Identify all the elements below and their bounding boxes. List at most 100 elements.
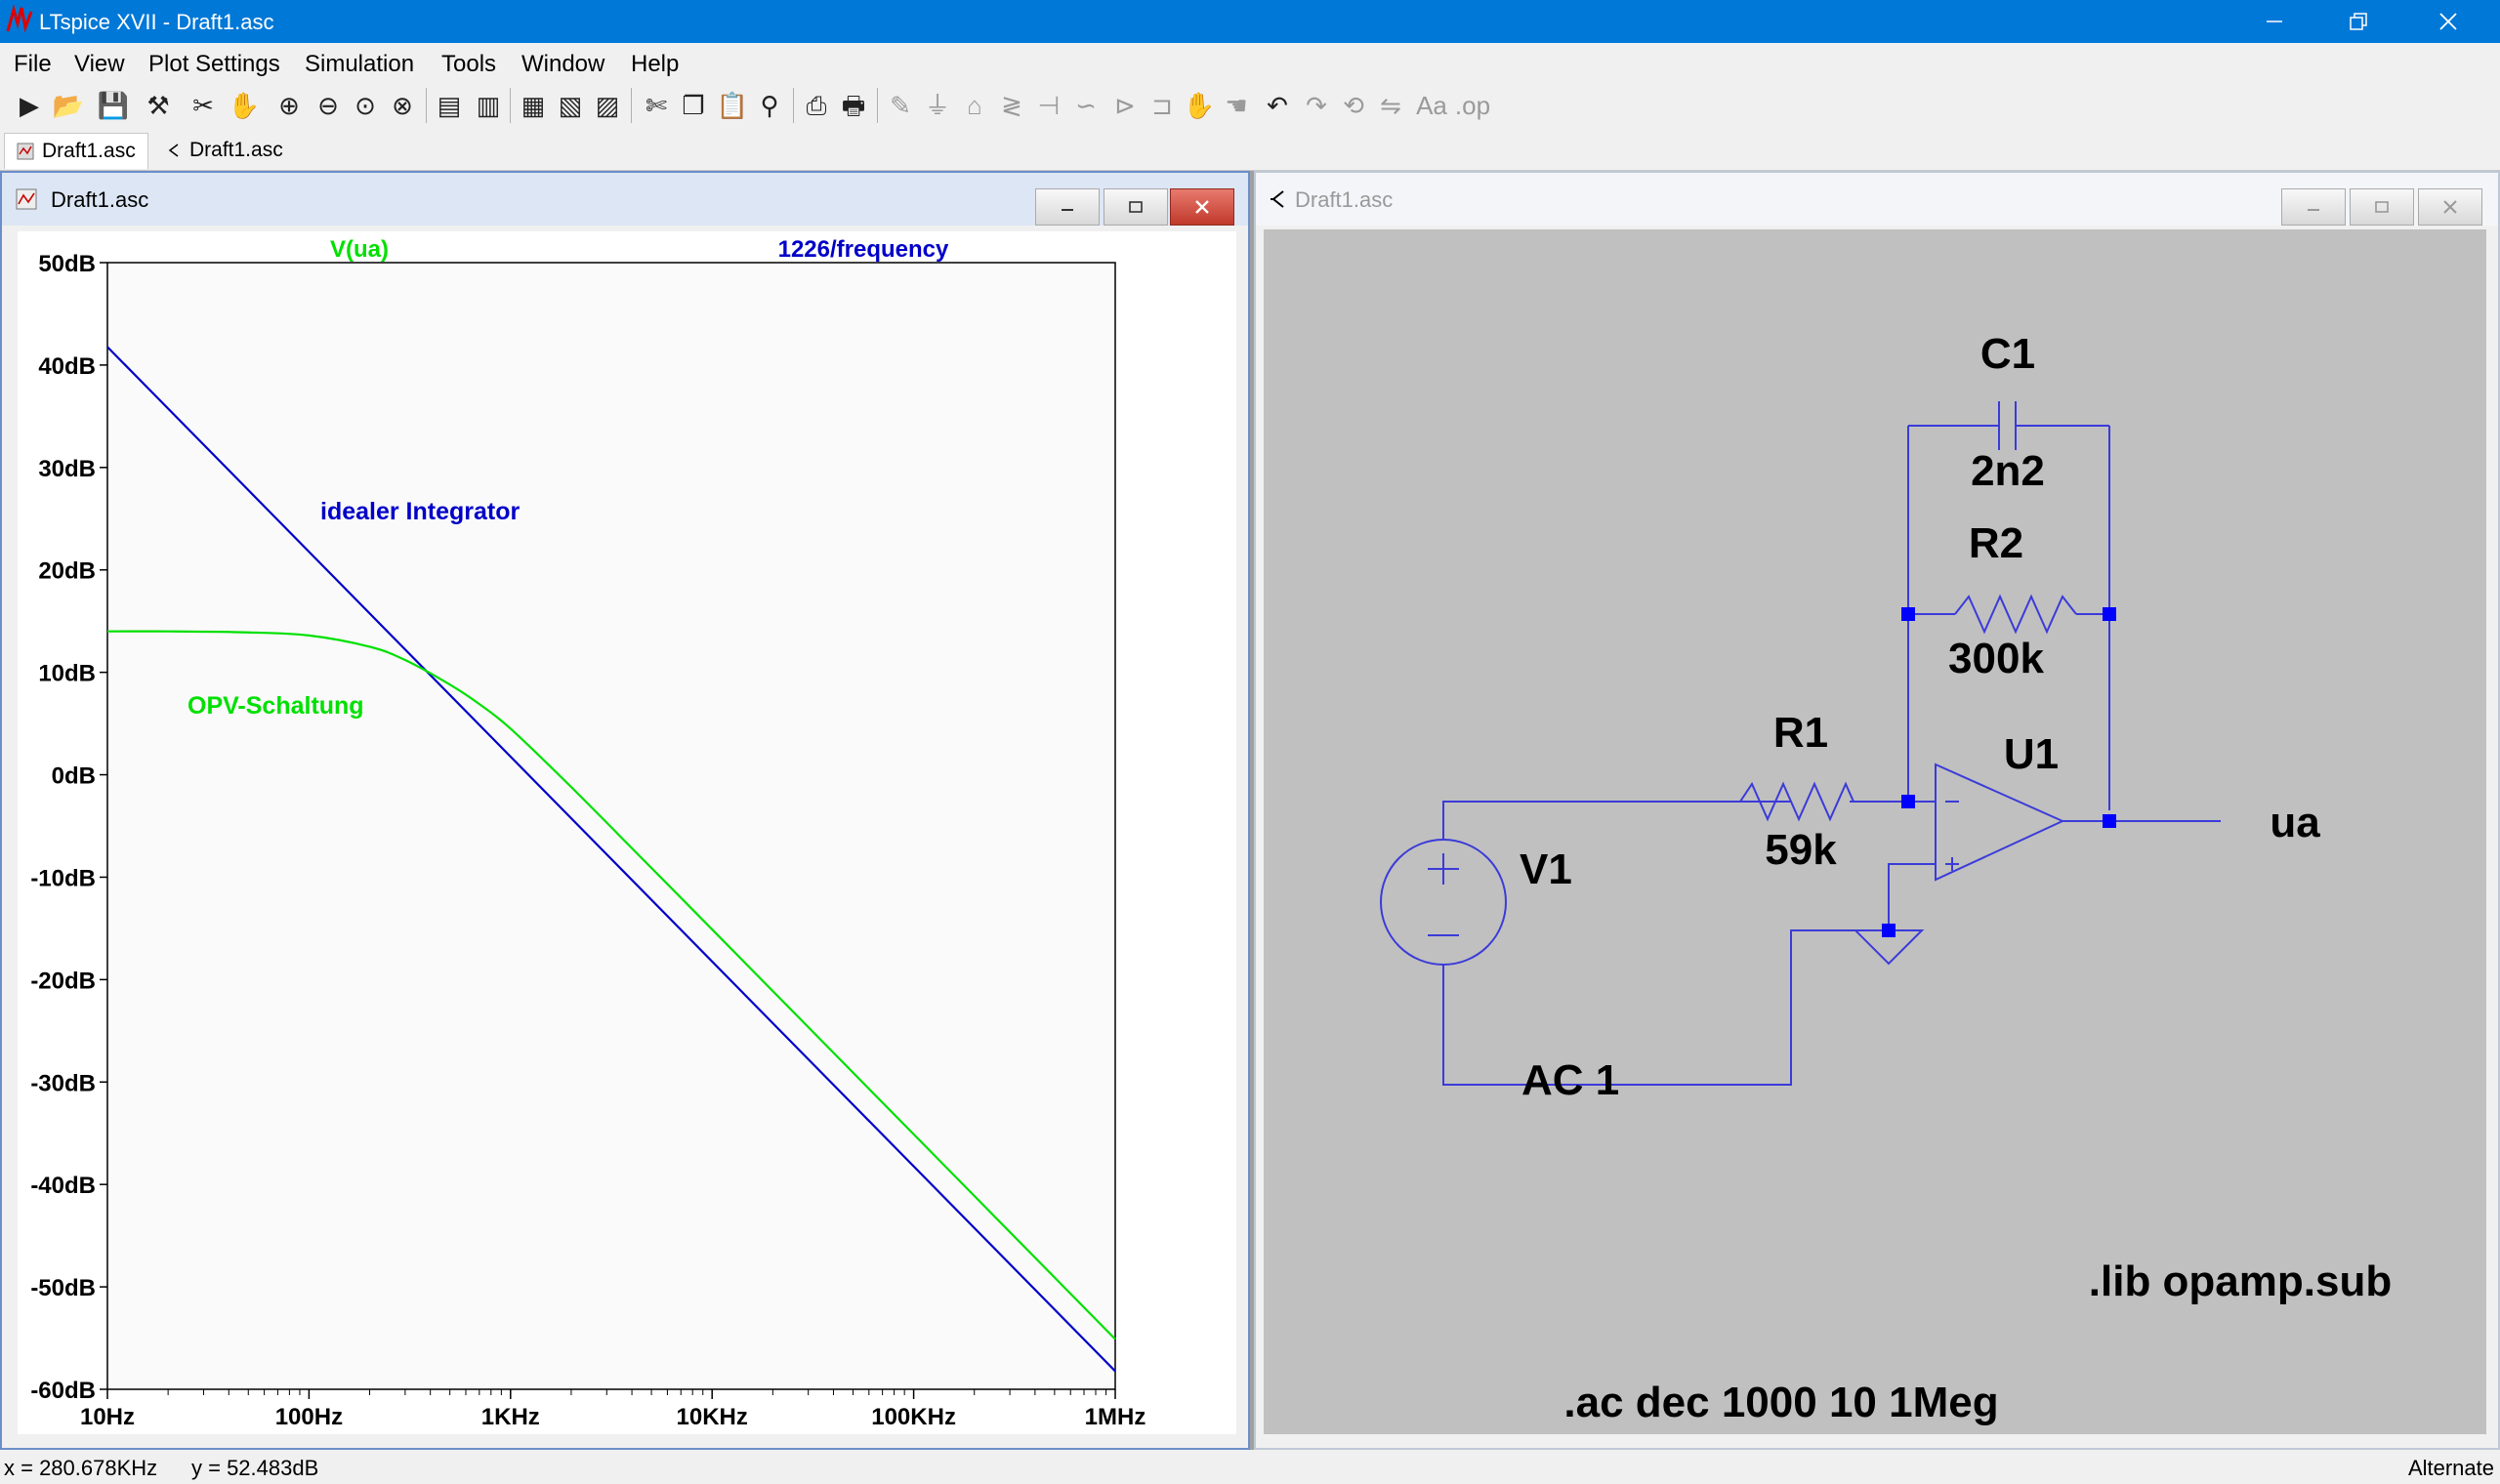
manual-limits-icon[interactable]: ▥ — [476, 91, 501, 120]
menu-tools[interactable]: Tools — [441, 51, 497, 77]
resistor-r2[interactable] — [1954, 594, 2077, 635]
schematic-window-titlebar[interactable]: Draft1.asc — [1256, 173, 2498, 226]
trace-vua[interactable] — [106, 630, 1116, 1340]
y-tick-label: 0dB — [52, 763, 96, 790]
x-tick-label: 10KHz — [677, 1404, 748, 1430]
tab-waveform[interactable]: Draft1.asc — [4, 133, 148, 169]
drag-icon[interactable]: ☚ — [1225, 91, 1248, 120]
trace-label-ideal[interactable]: 1226/frequency — [778, 236, 949, 263]
zoom-in-icon[interactable]: ⊕ — [278, 91, 300, 120]
resistor-icon[interactable]: ≷ — [1001, 91, 1022, 120]
print-icon[interactable]: 🖶 — [841, 91, 866, 120]
close-button[interactable] — [2406, 0, 2490, 43]
minimize-icon — [1062, 209, 1073, 211]
x-tick-label: 100KHz — [871, 1404, 956, 1430]
minimize-icon — [2267, 21, 2282, 22]
r2-value: 300k — [1948, 635, 2044, 682]
maximize-icon — [1129, 201, 1143, 213]
control-panel-icon[interactable]: ⚒ — [146, 91, 170, 120]
x-tick-label: 100Hz — [275, 1404, 343, 1430]
minimize-button[interactable] — [2232, 0, 2316, 43]
close-icon — [2439, 13, 2457, 30]
schematic-minimize-button[interactable] — [2281, 188, 2346, 226]
paste-icon[interactable]: 📋 — [716, 91, 749, 120]
zoom-fit-icon[interactable]: ⊙ — [354, 91, 376, 120]
plot-maximize-button[interactable] — [1104, 188, 1168, 226]
tile-vertical-icon[interactable]: ▧ — [558, 91, 583, 120]
menu-simulation[interactable]: Simulation — [305, 51, 415, 77]
redo-icon[interactable]: ↷ — [1306, 91, 1327, 120]
net-label-ua[interactable]: ua — [2270, 799, 2320, 846]
restore-icon — [2350, 13, 2367, 30]
menu-file[interactable]: File — [14, 51, 52, 77]
inductor-icon[interactable]: ∽ — [1075, 91, 1097, 120]
menu-help[interactable]: Help — [631, 51, 680, 77]
tab-label: Draft1.asc — [189, 139, 283, 161]
trace-ideal-integrator[interactable] — [106, 346, 1116, 1373]
wire-icon[interactable]: ✎ — [890, 91, 911, 120]
tab-schematic[interactable]: Draft1.asc — [154, 133, 295, 168]
r2-ref: R2 — [1969, 519, 2023, 567]
directive-lib[interactable]: .lib opamp.sub — [2089, 1257, 2392, 1305]
y-tick-label: 40dB — [38, 353, 96, 380]
schematic-canvas[interactable]: C1 2n2 R2 300k R1 59k U1 V1 AC 1 ua .lib… — [1264, 229, 2486, 1434]
print-setup-icon[interactable]: ⎙ — [806, 91, 827, 120]
menu-plot-settings[interactable]: Plot Settings — [148, 51, 280, 77]
waveform-window-icon — [16, 188, 37, 210]
r1-value: 59k — [1765, 826, 1837, 874]
plot-minimize-button[interactable] — [1035, 188, 1100, 226]
mirror-icon[interactable]: ⇋ — [1380, 91, 1401, 120]
waveform-plot[interactable]: 50dB40dB30dB20dB10dB0dB-10dB-20dB-30dB-4… — [18, 231, 1236, 1434]
plot-close-button[interactable] — [1170, 188, 1234, 226]
maximize-icon — [2375, 201, 2389, 213]
schematic-maximize-button[interactable] — [2350, 188, 2414, 226]
schematic-close-button[interactable] — [2418, 188, 2482, 226]
capacitor-c1[interactable] — [1991, 401, 2025, 450]
menu-view[interactable]: View — [74, 51, 125, 77]
minimize-icon — [2308, 209, 2319, 211]
move-icon[interactable]: ✋ — [1183, 91, 1216, 120]
capacitor-icon[interactable]: ⊣ — [1037, 91, 1061, 120]
undo-icon[interactable]: ↶ — [1267, 91, 1288, 120]
waveform-tab-icon — [17, 143, 34, 160]
open-icon[interactable]: 📂 — [52, 91, 85, 120]
resistor-r1[interactable] — [1739, 781, 1854, 822]
v1-ref: V1 — [1520, 845, 1572, 893]
ground-icon[interactable]: ⏚ — [924, 91, 950, 120]
tile-horizontal-icon[interactable]: ▦ — [521, 91, 546, 120]
menu-window[interactable]: Window — [521, 51, 605, 77]
diode-icon[interactable]: ⊳ — [1114, 91, 1136, 120]
text-icon[interactable]: Aa — [1416, 91, 1447, 120]
window-title: LTspice XVII - Draft1.asc — [39, 10, 274, 34]
menu-bar: File View Plot Settings Simulation Tools… — [0, 43, 2500, 82]
copy-icon[interactable]: ❐ — [682, 91, 705, 120]
schematic-window-title: Draft1.asc — [1295, 187, 1394, 212]
trace-label-vua[interactable]: V(ua) — [330, 236, 389, 263]
run-icon[interactable]: ▶ — [20, 91, 39, 120]
status-mode: Alternate — [2407, 1456, 2494, 1480]
y-tick-label: -50dB — [30, 1275, 96, 1301]
rotate-icon[interactable]: ⟲ — [1343, 91, 1364, 120]
cut-icon[interactable]: ✄ — [646, 91, 667, 120]
schematic-background — [1264, 229, 2486, 1434]
voltage-source-v1[interactable] — [1380, 839, 1507, 966]
autorange-icon[interactable]: ▤ — [437, 91, 462, 120]
zoom-out-icon[interactable]: ⊖ — [317, 91, 339, 120]
plot-window-titlebar[interactable]: Draft1.asc — [2, 173, 1248, 226]
cascade-icon[interactable]: ▨ — [595, 91, 620, 120]
v1-value: AC 1 — [1521, 1056, 1619, 1104]
label-net-icon[interactable]: ⌂ — [967, 91, 982, 120]
halt-icon[interactable]: ✂ — [192, 91, 214, 120]
zoom-cancel-icon[interactable]: ⊗ — [392, 91, 413, 120]
opamp-u1[interactable] — [1935, 763, 2065, 882]
pan-icon[interactable]: ✋ — [228, 91, 261, 120]
save-icon[interactable]: 💾 — [97, 91, 130, 120]
y-tick-label: 30dB — [38, 456, 96, 482]
spice-directive-icon[interactable]: .op — [1454, 91, 1491, 120]
find-icon[interactable]: ⚲ — [760, 91, 779, 120]
restore-button[interactable] — [2316, 0, 2400, 43]
component-icon[interactable]: ⊐ — [1151, 91, 1173, 120]
directive-ac[interactable]: .ac dec 1000 10 1Meg — [1563, 1379, 1998, 1426]
